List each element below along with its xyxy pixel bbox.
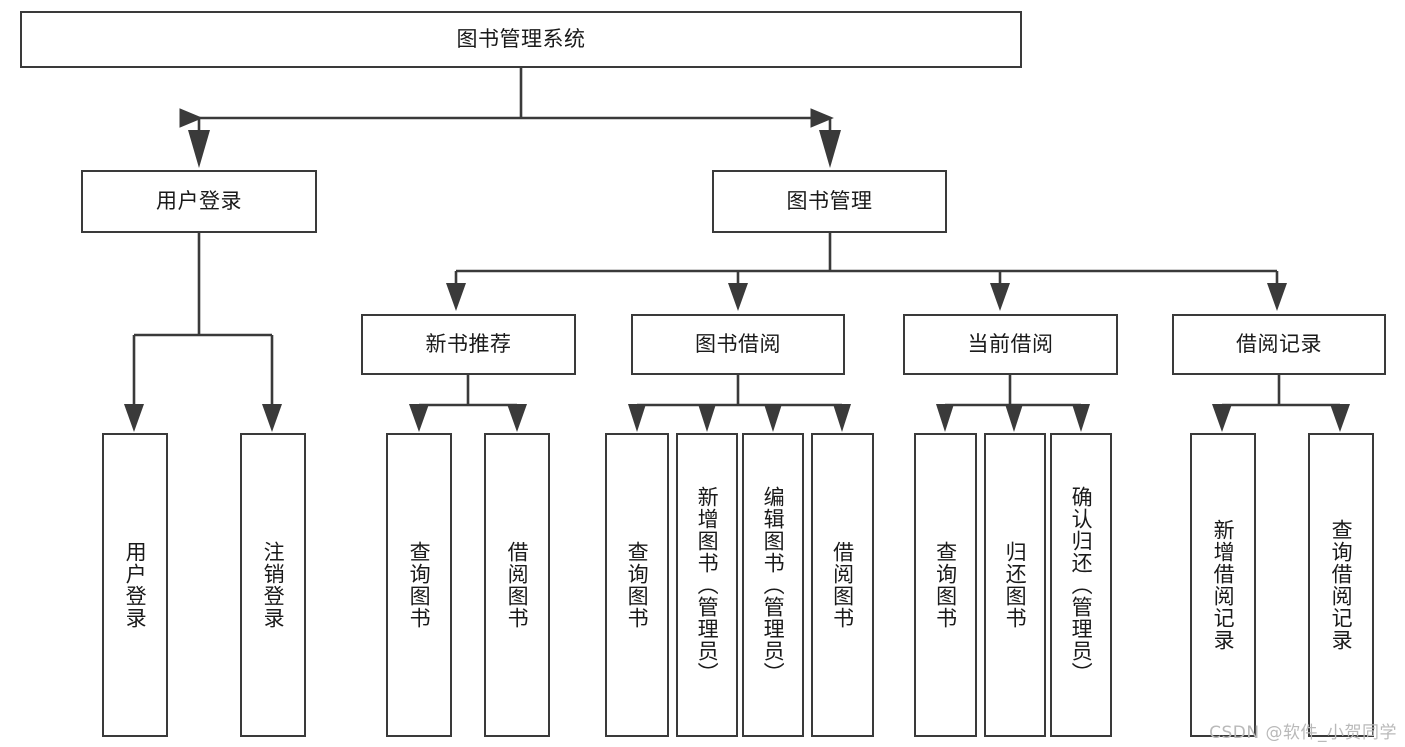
node-leaf-query-book-2-label: 查询图书: [625, 541, 650, 629]
node-user-login-label: 用户登录: [156, 189, 242, 214]
node-leaf-query-book-3[interactable]: 查询图书: [914, 433, 977, 737]
node-leaf-query-book-1[interactable]: 查询图书: [386, 433, 452, 737]
arrowhead-to-leaf9: [1005, 404, 1023, 432]
arrowhead-to-leaf3: [507, 404, 527, 432]
node-leaf-return-book[interactable]: 归还图书: [984, 433, 1046, 737]
arrowhead-to-tushuguanli: [819, 130, 841, 168]
node-leaf-confirm-return-admin[interactable]: 确认归还（管理员）: [1050, 433, 1112, 737]
node-leaf-confirm-return-admin-label: 确认归还（管理员）: [1069, 486, 1094, 684]
node-leaf-edit-book-admin-label: 编辑图书（管理员）: [761, 486, 786, 684]
node-leaf-borrow-book-2[interactable]: 借阅图书: [811, 433, 874, 737]
arrowhead-to-leaf11: [1212, 404, 1232, 432]
arrowhead-to-leaf8: [936, 404, 954, 432]
node-leaf-query-book-2[interactable]: 查询图书: [605, 433, 669, 737]
node-new-book-recommend-label: 新书推荐: [425, 332, 512, 357]
arrowhead-to-leaf2: [409, 404, 429, 432]
node-leaf-edit-book-admin[interactable]: 编辑图书（管理员）: [742, 433, 804, 737]
arrowhead-to-leaf5: [698, 404, 716, 432]
arrowhead-to-dangqianjieyue: [990, 283, 1010, 311]
node-leaf-borrow-book-1-label: 借阅图书: [505, 541, 530, 629]
node-borrow-record[interactable]: 借阅记录: [1172, 314, 1386, 375]
node-current-borrow[interactable]: 当前借阅: [903, 314, 1118, 375]
arrowhead-to-leaf10: [1072, 404, 1090, 432]
node-leaf-return-book-label: 归还图书: [1003, 541, 1028, 629]
node-new-book-recommend[interactable]: 新书推荐: [361, 314, 576, 375]
node-book-borrow-label: 图书借阅: [695, 332, 781, 357]
node-leaf-user-logout-label: 注销登录: [261, 541, 286, 629]
node-leaf-add-borrow-record-label: 新增借阅记录: [1211, 519, 1236, 651]
node-book-management[interactable]: 图书管理: [712, 170, 947, 233]
arrowhead-to-leaf4: [628, 404, 646, 432]
node-leaf-user-login-label: 用户登录: [123, 541, 148, 629]
arrowheads: [124, 130, 1350, 432]
node-book-management-label: 图书管理: [786, 189, 873, 214]
node-leaf-query-borrow-record-label: 查询借阅记录: [1329, 519, 1354, 651]
node-user-login[interactable]: 用户登录: [81, 170, 317, 233]
node-leaf-add-book-admin-label: 新增图书（管理员）: [695, 486, 720, 684]
node-leaf-borrow-book-2-label: 借阅图书: [830, 541, 855, 629]
arrowhead-to-leaf7: [833, 404, 851, 432]
arrowhead-to-leaf0: [124, 404, 144, 432]
arrowhead-to-leaf6: [764, 404, 782, 432]
node-leaf-borrow-book-1[interactable]: 借阅图书: [484, 433, 550, 737]
node-book-borrow[interactable]: 图书借阅: [631, 314, 845, 375]
arrowhead-to-xinshutuijian: [446, 283, 466, 311]
arrowhead-to-leaf12: [1330, 404, 1350, 432]
arrowhead-to-jieyuejilu: [1267, 283, 1287, 311]
node-leaf-query-book-3-label: 查询图书: [933, 541, 958, 629]
node-root-label: 图书管理系统: [456, 27, 586, 52]
csdn-watermark: CSDN @软件_小贺同学: [1209, 723, 1397, 743]
node-leaf-add-book-admin[interactable]: 新增图书（管理员）: [676, 433, 738, 737]
node-leaf-user-logout[interactable]: 注销登录: [240, 433, 306, 737]
arrowhead-to-leaf1: [262, 404, 282, 432]
node-current-borrow-label: 当前借阅: [967, 332, 1054, 357]
arrowhead-to-yonghudenglu: [188, 130, 210, 168]
node-borrow-record-label: 借阅记录: [1236, 332, 1322, 357]
node-leaf-query-borrow-record[interactable]: 查询借阅记录: [1308, 433, 1374, 737]
node-leaf-add-borrow-record[interactable]: 新增借阅记录: [1190, 433, 1256, 737]
node-leaf-query-book-1-label: 查询图书: [407, 541, 432, 629]
arrowhead-to-tushujieyue: [728, 283, 748, 311]
node-leaf-user-login[interactable]: 用户登录: [102, 433, 168, 737]
node-root[interactable]: 图书管理系统: [20, 11, 1022, 68]
